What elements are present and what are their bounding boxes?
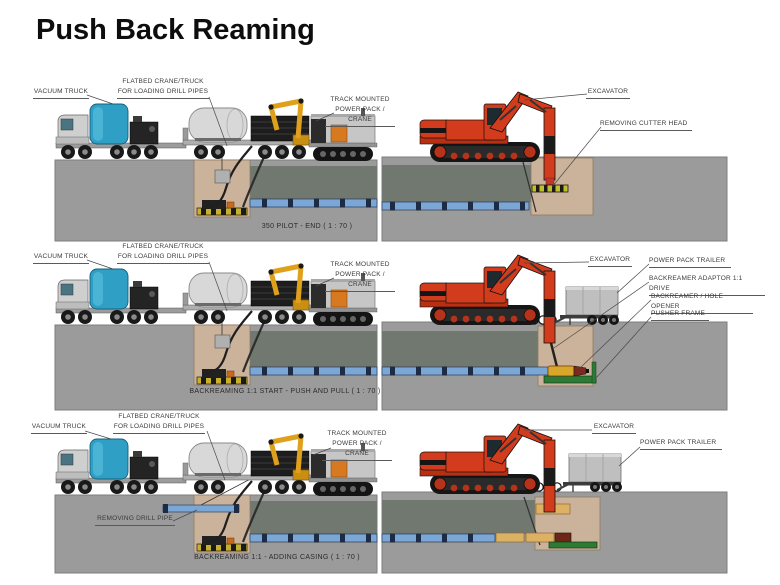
undisturbed-strip [250, 166, 377, 199]
label-removing-drill-pipe: REMOVING DRILL PIPE [95, 514, 175, 527]
label-flatbed-crane-truck: FLATBED CRANE/TRUCK FOR LOADING DRILL PI… [113, 412, 205, 435]
drill-pipe [249, 533, 496, 543]
label-backreamer-hole-opener: BACKREAMER / HOLE OPENER [651, 292, 753, 315]
label-removing-cutter-head: REMOVING CUTTER HEAD [600, 119, 692, 132]
label-flatbed-crane-truck: FLATBED CRANE/TRUCK FOR LOADING DRILL PI… [117, 77, 209, 100]
undisturbed-strip [382, 331, 538, 367]
panel-backreaming-start-scene [55, 254, 728, 411]
mud-hoses [209, 309, 270, 374]
power-pack-trailer-illustration [556, 453, 623, 493]
leader-lines [86, 93, 602, 188]
undisturbed-strip [382, 500, 535, 534]
backreamer-hole-opener [547, 365, 589, 377]
undisturbed-strip [382, 165, 531, 202]
panel1-caption: 350 PILOT - END ( 1 : 70 ) [261, 223, 353, 230]
label-excavator: EXCAVATOR [586, 87, 630, 100]
label-excavator: EXCAVATOR [592, 422, 636, 435]
label-vacuum-truck: VACUUM TRUCK [31, 422, 87, 435]
label-track-power-pack: TRACK MOUNTED POWER PACK / CRANE [325, 95, 395, 128]
casing-string [495, 532, 598, 549]
leader-lines [86, 259, 652, 378]
label-vacuum-truck: VACUUM TRUCK [33, 252, 89, 265]
label-excavator: EXCAVATOR [588, 255, 632, 268]
power-pack-trailer-illustration [553, 286, 620, 326]
panel3-caption: BACKREAMING 1:1 - ADDING CASING ( 1 : 70… [194, 554, 360, 561]
drill-pipe [249, 366, 549, 376]
label-power-pack-trailer: POWER PACK TRAILER [640, 438, 722, 451]
pilot-rod [522, 161, 537, 213]
panel2-caption: BACKREAMING 1:1 START - PUSH AND PULL ( … [189, 388, 381, 395]
leader-lines [84, 429, 641, 522]
label-pusher-frame: PUSHER FRAME [651, 309, 709, 322]
label-track-power-pack: TRACK MOUNTED POWER PACK / CRANE [322, 429, 392, 462]
label-backreamer-adaptor: BACKREAMER ADAPTOR 1:1 DRIVE [649, 274, 765, 297]
panel-pilot-end-scene [55, 91, 728, 242]
undisturbed-strip [250, 501, 377, 534]
label-vacuum-truck: VACUUM TRUCK [33, 87, 89, 100]
label-track-power-pack: TRACK MOUNTED POWER PACK / CRANE [325, 260, 395, 293]
page-title: Push Back Reaming [36, 14, 315, 46]
label-power-pack-trailer: POWER PACK TRAILER [649, 256, 731, 269]
drill-pipe [249, 198, 530, 211]
label-flatbed-crane-truck: FLATBED CRANE/TRUCK FOR LOADING DRILL PI… [117, 242, 209, 265]
backreamer-adaptor-rod [549, 342, 559, 368]
undisturbed-strip [250, 331, 377, 367]
cutter-head [531, 177, 569, 193]
panel-adding-casing-scene [55, 423, 728, 574]
